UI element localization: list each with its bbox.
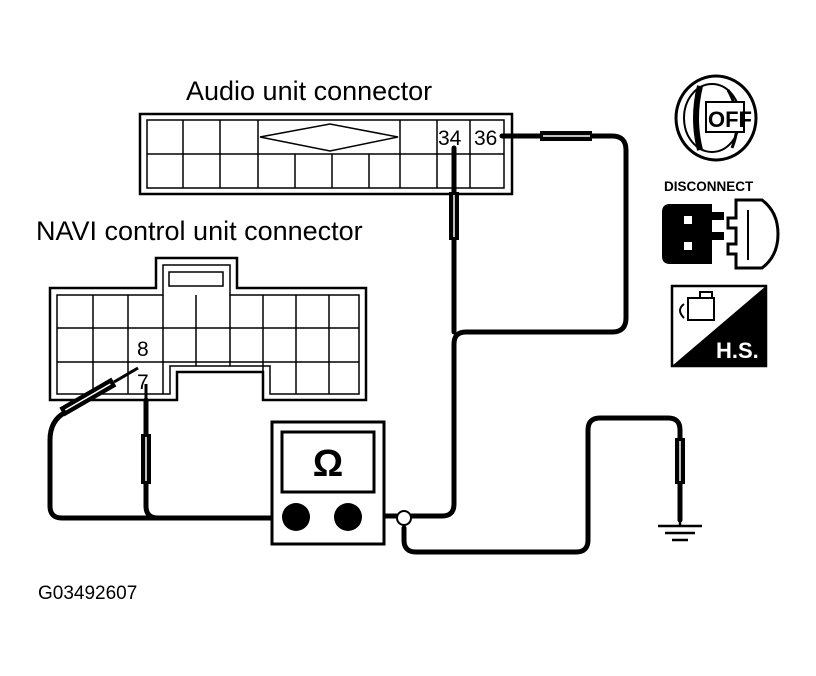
disconnect-icon <box>662 198 780 270</box>
figure-id: G03492607 <box>38 583 137 604</box>
ignition-off-text: OFF <box>708 107 752 132</box>
navi-control-unit-connector <box>48 256 368 402</box>
pin-34: 34 <box>438 127 462 150</box>
ohm-symbol: Ω <box>313 443 343 485</box>
pin-7: 7 <box>137 371 149 394</box>
pin-8: 8 <box>137 338 149 361</box>
probe-leads <box>59 131 685 484</box>
audio-connector-label: Audio unit connector <box>186 76 432 106</box>
pin-36: 36 <box>474 127 497 150</box>
wire-junction <box>396 510 412 526</box>
ohmmeter <box>270 420 386 546</box>
disconnect-text: DISCONNECT <box>664 179 754 194</box>
ground-symbol <box>658 520 702 542</box>
meter-right-terminal <box>334 503 362 531</box>
harness-side-text: H.S. <box>716 338 759 363</box>
navi-connector-label: NAVI control unit connector <box>36 216 363 246</box>
meter-left-terminal <box>282 503 310 531</box>
harness-side-icon <box>670 284 768 368</box>
audio-unit-connector <box>138 112 514 196</box>
ignition-off-icon <box>674 74 758 162</box>
wiring <box>47 133 683 555</box>
